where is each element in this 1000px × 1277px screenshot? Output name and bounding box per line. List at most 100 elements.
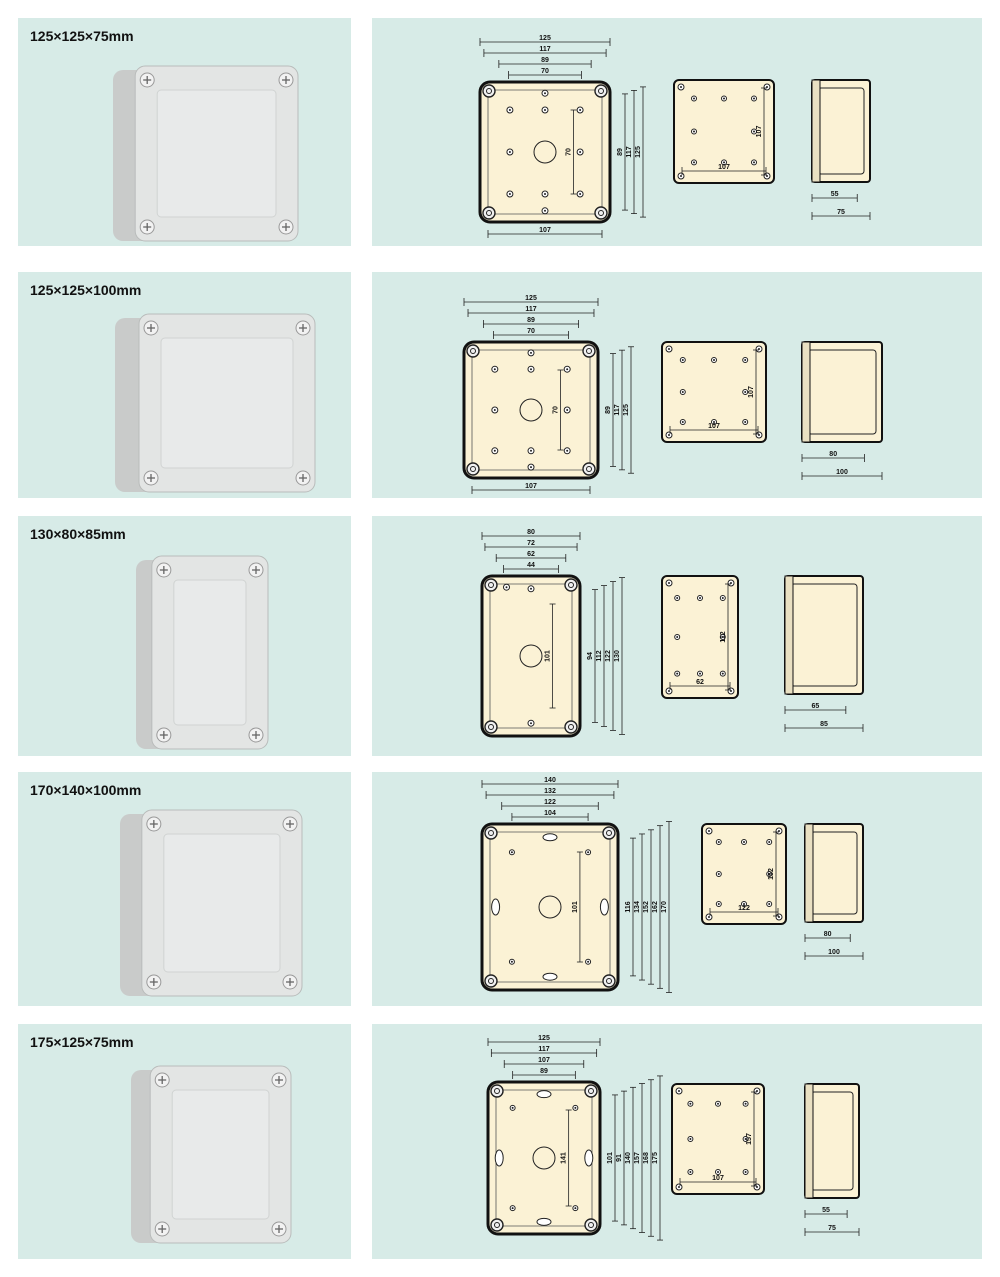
dimension-label: 134 [634,901,641,913]
hole-center [511,1106,514,1109]
dimension-label: 125 [538,1035,550,1042]
dimension-label: 104 [544,810,556,817]
hole-center [768,841,771,843]
hole-center [587,851,590,854]
dimension-label: 152 [768,868,775,880]
hole-center [574,1106,577,1109]
mounting-slot [536,1090,552,1099]
hole-center [766,86,768,88]
screw-head [488,724,494,730]
dimension-label: 117 [539,46,550,53]
hole-center [579,109,582,111]
back-view-outline [671,1083,765,1195]
dimension-label: 125 [525,295,537,302]
hole-center [681,359,684,361]
hole-center [566,368,569,371]
dimension-label: 168 [643,1152,650,1164]
product-title: 125×125×75mm [30,28,134,44]
corner-screw [482,206,496,220]
corner-screw [564,578,578,592]
dimension-label: 89 [617,148,624,156]
corner-screw [484,720,498,734]
lid-panel [171,1089,270,1220]
front-view-outline [480,822,620,992]
dimension-label: 72 [527,540,535,547]
dimension-label: 101 [572,901,579,913]
screw-head [588,1088,594,1094]
center-knockout [519,644,543,668]
hole-center [676,596,679,599]
dimension-label: 80 [829,451,837,458]
hole-center [744,1102,747,1105]
product-title: 170×140×100mm [30,782,142,798]
hole-center [717,903,720,905]
product-photo [120,809,303,997]
product-photo-panel: 125×125×100mm [18,272,351,498]
hole-center [668,434,670,436]
hole-center [544,193,546,195]
hole-center [753,130,755,133]
dimension-label: 80 [527,529,535,536]
mounting-slot [536,1217,552,1226]
hole-center [723,161,725,164]
screw-head [494,1222,500,1228]
hole-center [508,151,511,153]
product-photo-panel: 130×80×85mm [18,516,351,756]
side-lid-edge [784,575,794,695]
dimension-label: 141 [561,1152,568,1164]
corner-screw [584,1084,598,1098]
hole-center [668,690,670,692]
corner-screw [564,720,578,734]
hole-center [574,1207,577,1210]
side-lid-edge [801,341,811,443]
corner-screw [582,462,596,476]
lid-panel [156,89,277,218]
hole-center [693,97,695,100]
dimension-label: 157 [634,1152,641,1164]
dimension-label: 44 [527,562,535,569]
side-lid-edge [811,79,821,183]
mounting-slot [542,972,558,981]
dimension-label: 170 [661,901,668,913]
dimension-label: 70 [527,328,535,335]
side-lid-edge [804,823,814,923]
hole-center [511,1207,514,1210]
hole-center [689,1171,692,1173]
dimension-label: 107 [708,423,720,430]
product-photo [113,65,299,242]
dimension-label: 125 [635,146,642,158]
dimension-label: 107 [538,1057,550,1064]
corner-screw [594,84,608,98]
screw-head [488,830,494,836]
corner-screw [594,206,608,220]
hole-center [713,359,715,361]
front-view-outline [480,574,582,738]
dimension-label: 112 [596,650,603,661]
hole-center [766,175,768,177]
dimension-label: 55 [822,1207,830,1214]
screw-head [606,978,612,984]
hole-center [566,409,569,411]
dimension-label: 107 [756,126,763,138]
hole-center [493,368,496,371]
hole-center [744,1171,747,1173]
hole-center [730,690,732,692]
product-title: 130×80×85mm [30,526,126,542]
side-view-outline [804,823,864,923]
back-view-outline [661,575,739,699]
hole-center [713,421,715,423]
center-knockout [532,1146,556,1170]
dimension-label: 62 [696,679,704,686]
screw-head [568,582,574,588]
hole-center [680,86,682,88]
dimension-label: 89 [527,317,535,324]
dimension-label: 116 [625,901,632,912]
hole-center [579,151,582,153]
dimension-label: 107 [712,1175,724,1182]
dimension-label: 162 [652,901,659,913]
